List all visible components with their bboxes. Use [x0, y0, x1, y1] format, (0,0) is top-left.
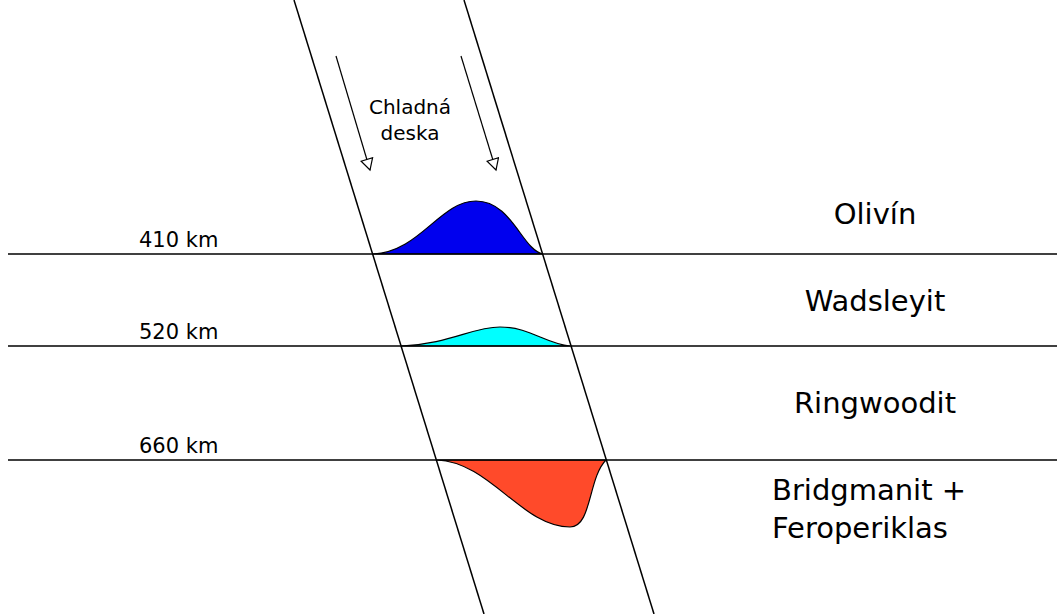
phase-label: Wadsleyit	[750, 283, 1000, 321]
phase-label: Bridgmanit + Feroperiklas	[772, 472, 1007, 547]
depth-label: 660 km	[139, 433, 269, 460]
wadsleyite-anomaly	[401, 327, 570, 346]
depth-label: 410 km	[139, 227, 269, 254]
depth-label: 520 km	[139, 319, 269, 346]
olivine-anomaly	[373, 201, 543, 254]
phase-label: Ringwoodit	[750, 385, 1000, 423]
perovskite-anomaly	[437, 460, 606, 527]
slab-edge	[294, 0, 484, 614]
slab-label: Chladná deska	[355, 94, 465, 146]
boundary-660	[8, 459, 1057, 460]
phase-label: Olivín	[750, 196, 1000, 234]
boundary-410	[8, 253, 1057, 254]
boundary-520	[8, 345, 1057, 346]
motion-arrow	[461, 56, 496, 170]
slab-edge	[464, 0, 654, 614]
motion-arrow	[336, 56, 370, 170]
